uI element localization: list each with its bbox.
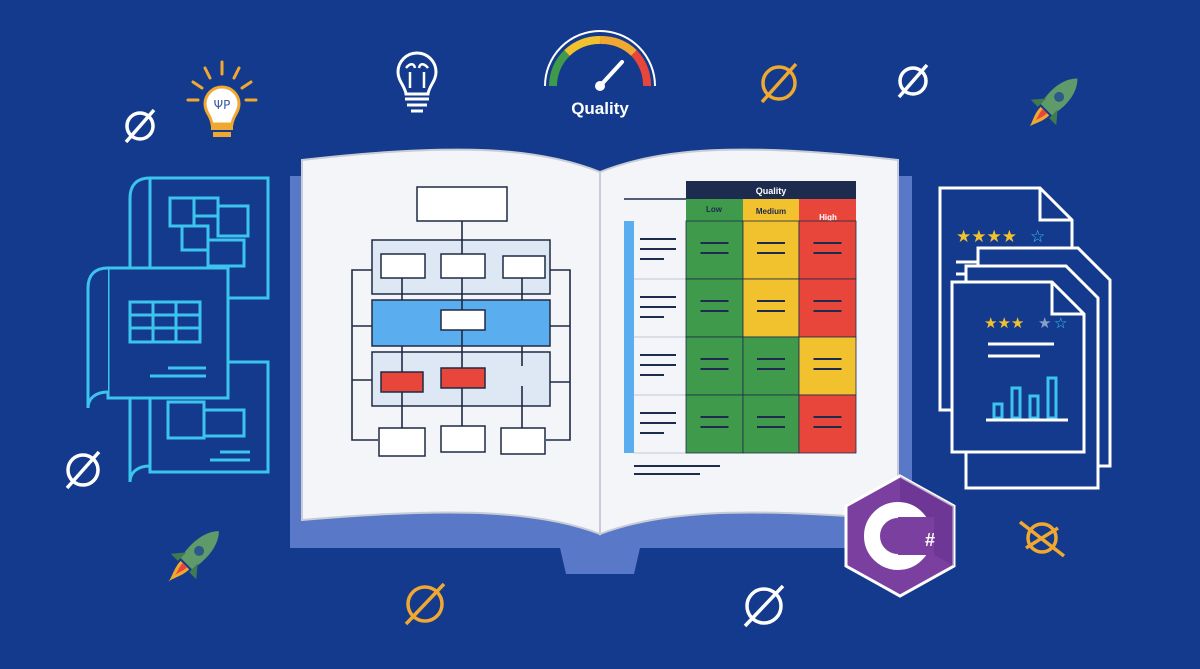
svg-text:☆: ☆ [1030,227,1045,247]
lightbulb-orange-icon: ΨP [186,60,258,137]
empty-set-icon [743,584,785,628]
empty-set-icon [65,450,101,490]
table-cell-yellow [742,278,800,338]
rocket-icon [167,531,219,583]
star-rating-bottom: ★★★★☆ [984,314,1067,332]
table-cell-green [685,336,744,396]
flowchart-icon [351,186,571,457]
svg-text:☆: ☆ [1054,314,1067,332]
table-header: Quality [756,186,787,196]
empty-set-icon [760,62,798,104]
bar-chart-icon [992,376,1058,420]
table-cell-yellow [798,336,857,396]
empty-set-icon [404,582,446,626]
document-stack-icon: ★★★★☆ ★★★★☆ [938,186,1112,490]
star-rating-top: ★★★★ ☆ [956,227,1045,247]
svg-text:ΨP: ΨP [214,98,231,112]
rocket-icon [1029,78,1078,127]
table-cell-green [742,336,800,396]
svg-text:★: ★ [1038,314,1051,332]
table-cell-green [685,394,744,454]
svg-text:★★★: ★★★ [984,314,1024,332]
svg-text:★★★★: ★★★★ [956,227,1017,247]
table-cell-yellow [742,220,800,280]
table-cell-green [685,278,744,338]
empty-set-icon [1018,520,1066,558]
table-cell-red [798,220,857,280]
table-cell-green [685,220,744,280]
lightbulb-white-icon [396,51,438,113]
table-cell-red [798,278,857,338]
empty-set-icon [124,108,156,144]
table-cell-red [798,394,857,454]
blueprint-icon [86,266,230,409]
column-header-low: Low [706,205,723,214]
quality-table: Quality Low Medium High [624,181,857,475]
table-cell-green [742,394,800,454]
gauge-label: Quality [571,99,629,118]
column-header-medium: Medium [756,207,786,216]
quality-gauge-icon [544,30,656,91]
badge-hash: # [925,530,935,550]
csharp-badge-icon: # [844,474,956,598]
empty-set-icon [897,63,929,99]
table-cells [634,220,857,454]
column-header-high: High [819,213,837,222]
